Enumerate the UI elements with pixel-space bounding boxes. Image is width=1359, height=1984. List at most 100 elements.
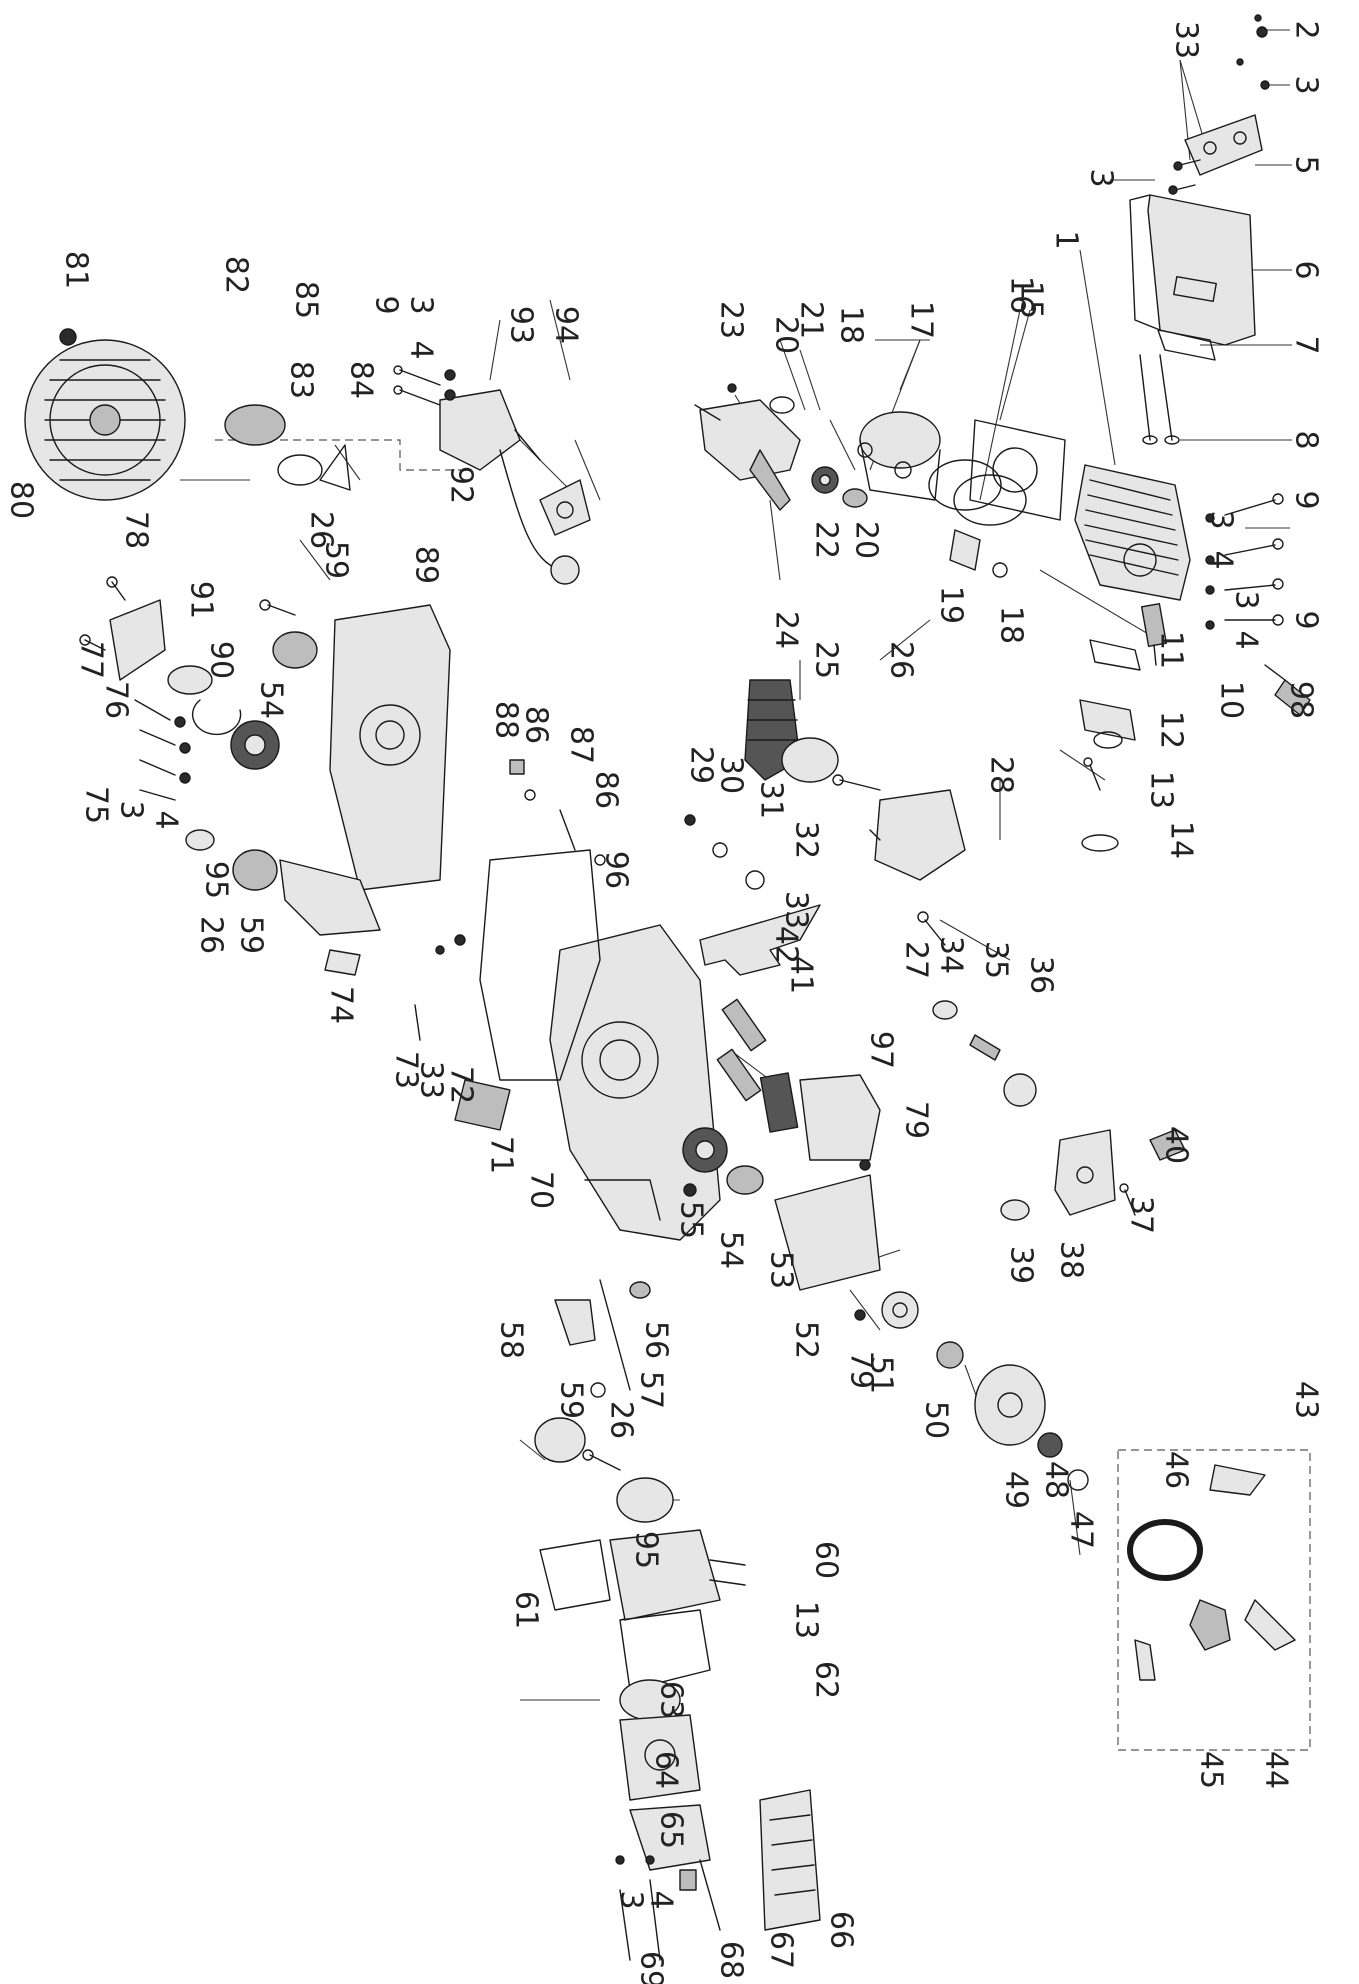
rope-part-84 [319, 444, 351, 491]
part-number-label: 82 [219, 256, 254, 294]
part-number-label: 56 [639, 1321, 674, 1359]
ignition-coil-part-92 [439, 389, 580, 585]
part-55 [683, 1183, 697, 1197]
part-number-label: 91 [184, 581, 219, 619]
part-number-label: 25 [809, 641, 844, 679]
part-number-label: 95 [199, 861, 234, 899]
part-number-label: 33 [1169, 21, 1204, 59]
part-number-label: 1 [1049, 230, 1084, 249]
washer-part-47 [1067, 1469, 1089, 1491]
frame-part [279, 859, 381, 936]
bearing-part-22 [811, 466, 839, 494]
part-number-label: 12 [1154, 711, 1189, 749]
part-number-label: 60 [809, 1541, 844, 1579]
part-number-label: 31 [754, 781, 789, 819]
part-number-label: 19 [934, 586, 969, 624]
screws-part-33 [1168, 159, 1201, 195]
part-number-label: 35 [979, 941, 1014, 979]
part-number-label: 44 [1259, 1751, 1294, 1789]
part-number-label: 22 [809, 521, 844, 559]
part-number-label: 73 [389, 1051, 424, 1089]
gasket-part-62 [619, 1609, 711, 1691]
part-number-label: 67 [764, 1931, 799, 1969]
screws-part-75 [134, 699, 191, 801]
nut-part-50 [936, 1341, 964, 1369]
spring-part-48 [1037, 1432, 1063, 1458]
part-number-label: 85 [289, 281, 324, 319]
part-number-label: 28 [984, 756, 1019, 794]
part-number-label: 53 [764, 1251, 799, 1289]
pump-parts-34-36 [932, 1000, 1037, 1107]
bearing-part-59-low [534, 1417, 586, 1463]
part-number-label: 4 [149, 810, 184, 829]
part-number-label: 24 [769, 611, 804, 649]
part-number-label: 3 [1289, 75, 1324, 94]
part-number-label: 81 [59, 251, 94, 289]
screw-part-78 [106, 576, 126, 601]
part-number-label: 79 [899, 1101, 934, 1139]
part-56 [629, 1281, 651, 1299]
spike-part-32 [699, 904, 821, 976]
pulley-part-85 [224, 404, 286, 446]
seal-part-53 [726, 1165, 764, 1195]
screw-part-2 [1254, 14, 1268, 38]
part-65 [629, 1804, 711, 1871]
gasket-part-7 [1157, 329, 1216, 361]
spring-part-41 [759, 1072, 799, 1133]
part-number-label: 66 [824, 1911, 859, 1949]
part-number-label: 18 [994, 606, 1029, 644]
crankshaft-part-21 [694, 399, 801, 511]
part-number-label: 78 [119, 511, 154, 549]
bearing-part-54-left [230, 720, 280, 770]
screw-part-79-a [859, 1159, 871, 1171]
cover-part-52 [774, 1174, 881, 1291]
part-number-label: 41 [784, 956, 819, 994]
part-number-label: 93 [504, 306, 539, 344]
part-39 [1000, 1199, 1030, 1221]
part-number-label: 11 [1154, 631, 1189, 669]
bolts-part-69 [615, 1855, 661, 1961]
part-33-left [435, 945, 445, 955]
part-number-label: 18 [834, 306, 869, 344]
part-number-label: 9 [1289, 490, 1324, 509]
part-number-label: 10 [1214, 681, 1249, 719]
part-number-label: 3 [1229, 590, 1264, 609]
clip-part-18-a [857, 442, 873, 458]
part-94 [539, 479, 591, 536]
part-number-label: 4 [644, 1890, 679, 1909]
screw-part-26-left [259, 599, 296, 616]
valve-part-98 [1264, 664, 1311, 716]
part-number-label: 88 [489, 701, 524, 739]
screw-part-28 [917, 911, 946, 946]
part-number-label: 95 [629, 1531, 664, 1569]
part-number-label: 96 [599, 851, 634, 889]
part-number-label: 42 [769, 926, 804, 964]
crankcase-part-70 [549, 924, 721, 1241]
part-number-label: 69 [634, 1951, 669, 1984]
part-number-label: 68 [714, 1941, 749, 1979]
gasket-part-96 [479, 849, 601, 1081]
clutch-drum-part-49 [974, 1364, 1046, 1446]
part-73 [414, 1004, 421, 1041]
part-number-label: 27 [899, 941, 934, 979]
screw-part-13 [1083, 757, 1101, 791]
plate-part-5 [1184, 114, 1263, 176]
screws-part-9-left [393, 365, 456, 406]
clip-part-18-b [992, 562, 1008, 578]
part-number-label: 83 [284, 361, 319, 399]
part-number-label: 70 [524, 1171, 559, 1209]
clutch-shoes-part-44 [1134, 1464, 1296, 1681]
part-number-label: 45 [1194, 1751, 1229, 1789]
part-93 [514, 429, 541, 461]
part-number-label: 33 [414, 1061, 449, 1099]
clutch-group-box [1117, 1449, 1311, 1751]
bearing-part-59-left [232, 849, 278, 891]
part-72 [454, 934, 466, 946]
part-number-label: 17 [904, 301, 939, 339]
part-number-label: 61 [509, 1591, 544, 1629]
part-number-label: 26 [304, 511, 339, 549]
clutch-hub-part-45 [1189, 1599, 1231, 1651]
part-number-label: 29 [684, 746, 719, 784]
group-boxes [215, 439, 1311, 1751]
